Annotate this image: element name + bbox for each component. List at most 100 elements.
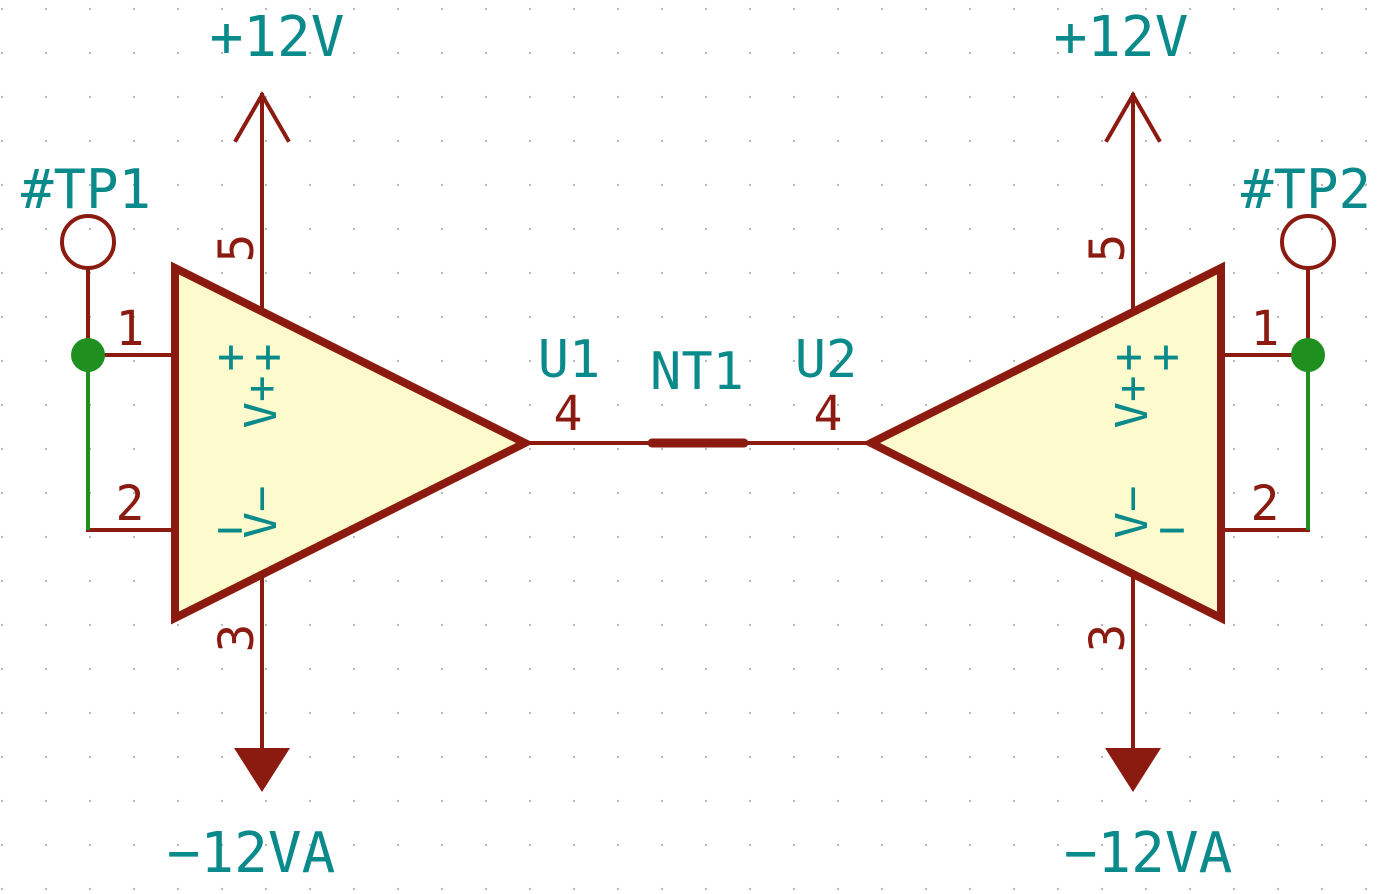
grid-dot [220,887,224,891]
grid-dot [44,7,48,11]
grid-dot [308,271,312,275]
grid-dot [132,535,136,539]
grid-dot [1012,359,1016,363]
grid-dot [44,447,48,451]
grid-dot [968,843,972,847]
grid-dot [44,711,48,715]
grid-dot [792,183,796,187]
grid-dot [308,95,312,99]
grid-dot [1144,139,1148,143]
grid-dot [1056,711,1060,715]
amplifier-u2[interactable] [742,91,1336,792]
grid-dot [0,403,4,407]
grid-dot [792,755,796,759]
grid-dot [616,359,620,363]
grid-dot [836,535,840,539]
grid-dot [352,271,356,275]
grid-dot [1012,139,1016,143]
grid-dot [1276,535,1280,539]
grid-dot [1364,183,1368,187]
grid-dot [352,667,356,671]
grid-dot [132,95,136,99]
u2-body[interactable] [862,261,1225,625]
grid-dot [968,359,972,363]
grid-dot [748,51,752,55]
grid-dot [44,227,48,231]
grid-dot [1100,579,1104,583]
grid-dot [704,183,708,187]
u2-ref-label: U2 [795,330,858,390]
grid-dot [1364,315,1368,319]
grid-dot [352,711,356,715]
grid-dot [308,667,312,671]
grid-dot [1100,843,1104,847]
grid-dot [220,183,224,187]
grid-dot [132,7,136,11]
grid-dot [968,95,972,99]
grid-dot [0,579,4,583]
grid-dot [1276,667,1280,671]
grid-dot [924,271,928,275]
grid-dot [88,227,92,231]
grid-dot [1232,755,1236,759]
grid-dot [1144,95,1148,99]
grid-dot [0,7,4,11]
grid-dot [792,843,796,847]
grid-dot [880,579,884,583]
grid-dot [1100,7,1104,11]
grid-dot [352,139,356,143]
grid-dot [1364,755,1368,759]
u1-minus-input-label: − [216,502,244,556]
grid-dot [396,799,400,803]
grid-dot [1100,227,1104,231]
grid-dot [44,139,48,143]
tp2-circle[interactable] [1280,214,1336,270]
grid-dot [836,755,840,759]
grid-dot [616,623,620,627]
grid-dot [748,95,752,99]
tp1-circle[interactable] [60,214,116,270]
grid-dot [792,139,796,143]
grid-dot [1144,887,1148,891]
grid-dot [792,623,796,627]
grid-dot [836,799,840,803]
grid-dot [1364,7,1368,11]
grid-dot [220,7,224,11]
grid-dot [1320,183,1324,187]
grid-dot [1320,667,1324,671]
amplifier-u1[interactable] [60,91,654,792]
grid-dot [836,139,840,143]
u1-body[interactable] [171,261,534,625]
grid-dot [660,51,664,55]
grid-dot [1012,183,1016,187]
grid-dot [880,7,884,11]
grid-dot [308,315,312,319]
u2-pin1-number: 1 [1251,301,1280,357]
grid-dot [176,7,180,11]
grid-dot [704,579,708,583]
grid-dot [836,315,840,319]
grid-dot [616,887,620,891]
grid-dot [1144,183,1148,187]
grid-dot [440,755,444,759]
grid-dot [924,7,928,11]
grid-dot [968,227,972,231]
grid-dot [132,887,136,891]
grid-dot [1188,271,1192,275]
grid-dot [1056,227,1060,231]
grid-dot [616,667,620,671]
grid-dot [176,843,180,847]
grid-dot [1056,315,1060,319]
grid-dot [836,711,840,715]
grid-dot [352,95,356,99]
grid-dot [1144,227,1148,231]
grid-dot [968,51,972,55]
grid-dot [1364,491,1368,495]
grid-dot [704,843,708,847]
grid-dot [1232,843,1236,847]
grid-dot [528,403,532,407]
grid-dot [1276,579,1280,583]
grid-dot [1276,843,1280,847]
grid-dot [0,359,4,363]
